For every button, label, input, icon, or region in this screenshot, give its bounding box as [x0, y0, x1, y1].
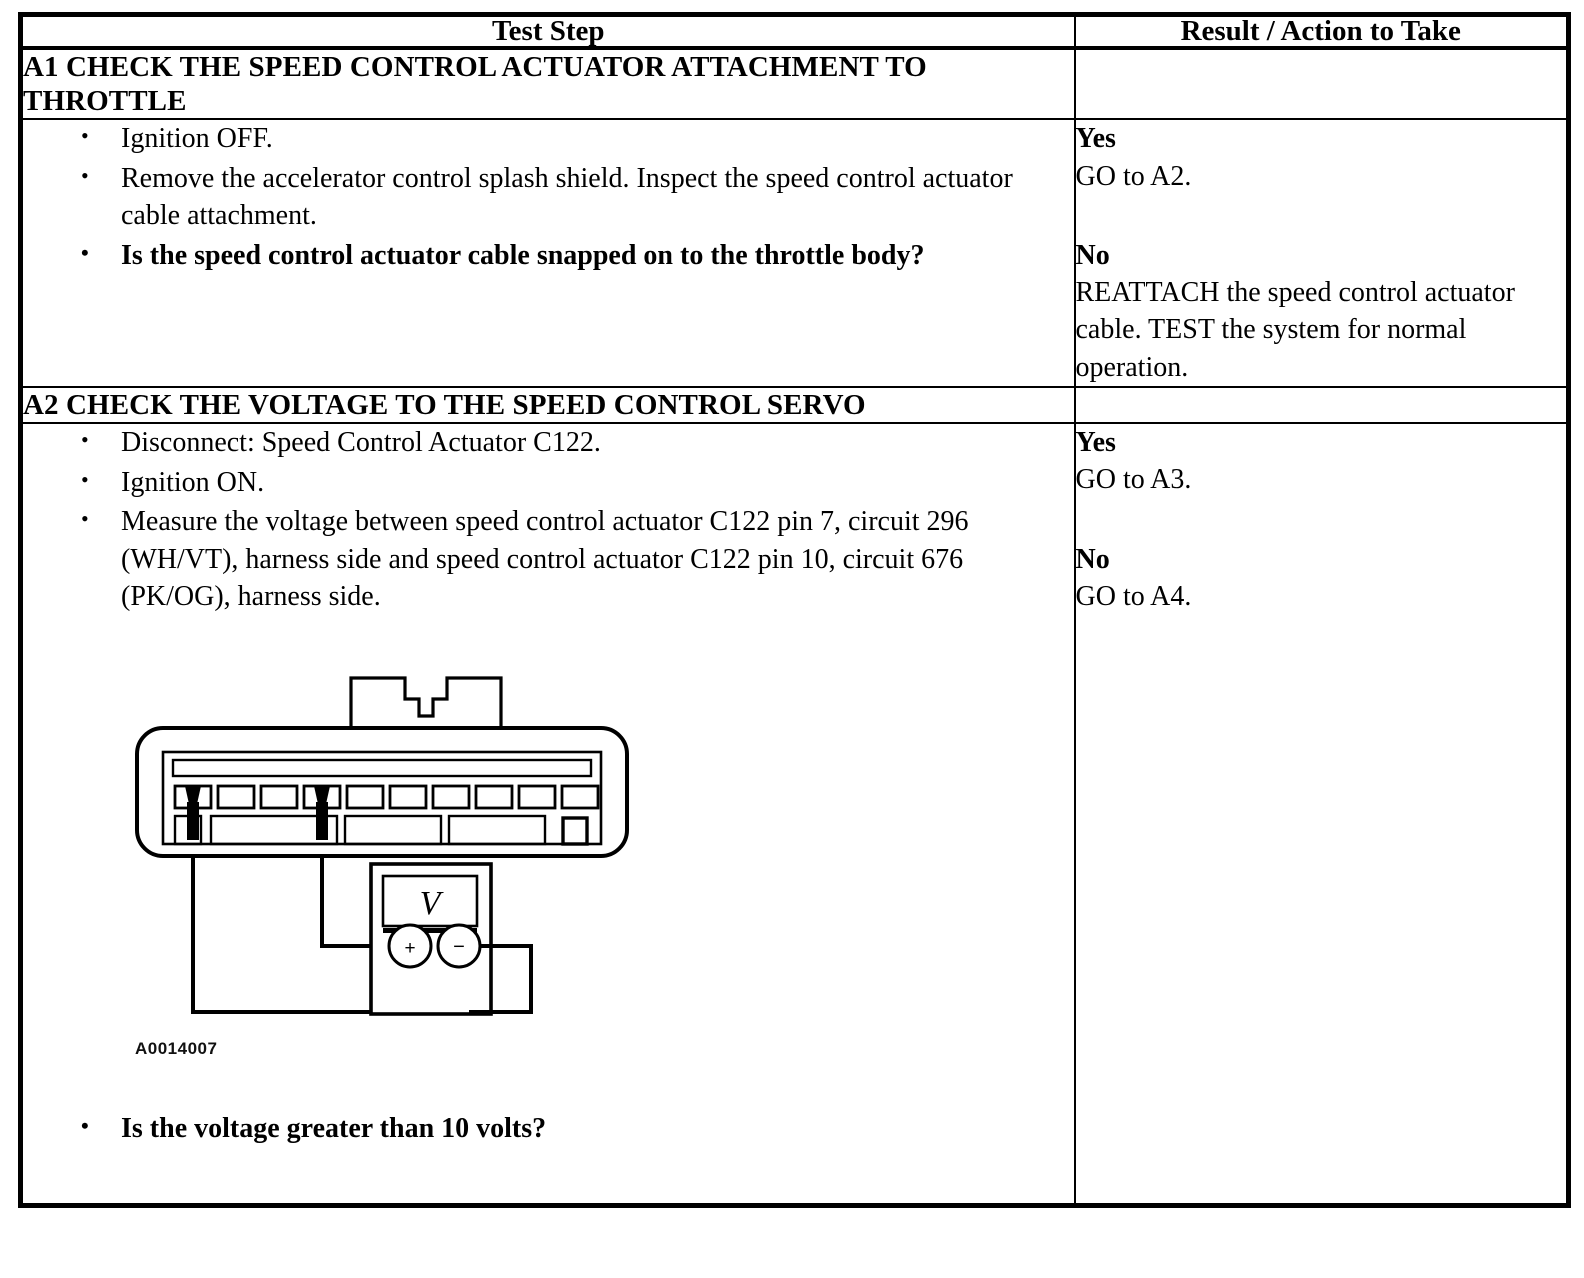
multimeter-display-icon [381, 874, 479, 927]
connector-pin-8 [474, 784, 514, 810]
answer-text-no: GO to A4. [1075, 580, 1192, 612]
answer-label-no: No [1075, 543, 1110, 575]
answer-spacer [1076, 499, 1567, 541]
section-title-a2: A2 CHECK THE VOLTAGE TO THE SPEED CONTRO… [19, 385, 1076, 425]
connector-pin-row [173, 784, 600, 810]
multimeter-display-bar [383, 927, 477, 933]
connector-pin-5 [345, 784, 385, 810]
connector-pin-9 [517, 784, 557, 810]
connector-bay-3 [343, 814, 443, 845]
result-cell-a2: Yes GO to A3. No GO to A4. [1073, 422, 1570, 1207]
section-title-a1-result-blank [1073, 46, 1570, 121]
test-step-cell-a1: Ignition OFF. Remove the accelerator con… [19, 118, 1076, 388]
connector-pin-2 [216, 784, 256, 810]
section-body-row-a2: Disconnect: Speed Control Actuator C122.… [19, 422, 1570, 1207]
final-question-list: Is the voltage greater than 10 volts? [23, 1109, 1074, 1148]
connector-bay-5 [561, 815, 589, 846]
connector-locking-tab-icon [349, 676, 503, 730]
probe-tip-left-icon [185, 785, 201, 840]
voltage-measurement-diagram: V + − A0014007 [119, 656, 679, 1076]
probe-wire-return [469, 943, 533, 1014]
list-item: Remove the accelerator control splash sh… [23, 159, 1074, 235]
multimeter-terminal-positive-icon [387, 923, 433, 969]
section-title-row-a2: A2 CHECK THE VOLTAGE TO THE SPEED CONTRO… [19, 385, 1570, 425]
section-title-a2-result-blank [1073, 385, 1570, 425]
list-item: Is the voltage greater than 10 volts? [23, 1109, 1074, 1148]
pinpoint-test-table: Test Step Result / Action to Take A1 CHE… [18, 12, 1571, 1209]
connector-guide-rail-icon [171, 758, 593, 777]
list-item: Ignition ON. [23, 463, 1074, 502]
probe-tip-right-icon [314, 785, 330, 840]
connector-pin-7 [431, 784, 471, 810]
connector-pin-10 [560, 784, 600, 810]
list-item: Measure the voltage between speed contro… [23, 502, 1074, 616]
connector-bay-4 [447, 814, 547, 845]
list-item: Disconnect: Speed Control Actuator C122. [23, 423, 1074, 462]
connector-pin-3 [259, 784, 299, 810]
list-item: Ignition OFF. [23, 119, 1074, 158]
answer-spacer [1076, 195, 1567, 237]
answer-label-yes: Yes [1075, 427, 1116, 459]
test-step-cell-a2: Disconnect: Speed Control Actuator C122.… [19, 422, 1076, 1207]
section-title-row-a1: A1 CHECK THE SPEED CONTROL ACTUATOR ATTA… [19, 46, 1570, 121]
probe-wire-right [320, 855, 371, 948]
answer-text-yes: GO to A2. [1075, 160, 1192, 192]
final-question-block: Is the voltage greater than 10 volts? [23, 1109, 1074, 1148]
cell-bottom-spacer [23, 1147, 1074, 1203]
step-list-a1: Ignition OFF. Remove the accelerator con… [23, 119, 1074, 275]
connector-bay-2 [209, 814, 339, 845]
list-item: Is the speed control actuator cable snap… [23, 236, 1074, 275]
connector-pin-6 [388, 784, 428, 810]
multimeter-terminal-negative-symbol: − [453, 936, 465, 958]
connector-lower-bays [173, 814, 589, 846]
connector-meter-schematic: V + − [135, 676, 629, 1016]
table-header-row: Test Step Result / Action to Take [19, 13, 1570, 50]
step-list-a2: Disconnect: Speed Control Actuator C122.… [23, 423, 1074, 616]
answer-label-no: No [1075, 239, 1110, 271]
section-title-a1: A1 CHECK THE SPEED CONTROL ACTUATOR ATTA… [19, 46, 1076, 121]
multimeter-terminal-positive-symbol: + [404, 938, 415, 959]
section-body-row-a1: Ignition OFF. Remove the accelerator con… [19, 118, 1570, 388]
column-header-result-action: Result / Action to Take [1073, 13, 1570, 50]
result-cell-a1: Yes GO to A2. No REATTACH the speed cont… [1073, 118, 1570, 388]
diagram-id-label: A0014007 [135, 1038, 218, 1058]
answer-label-yes: Yes [1075, 123, 1116, 155]
column-header-test-step: Test Step [19, 13, 1076, 50]
answer-text-no: REATTACH the speed control actuator cabl… [1075, 277, 1515, 383]
answer-text-yes: GO to A3. [1075, 464, 1192, 496]
